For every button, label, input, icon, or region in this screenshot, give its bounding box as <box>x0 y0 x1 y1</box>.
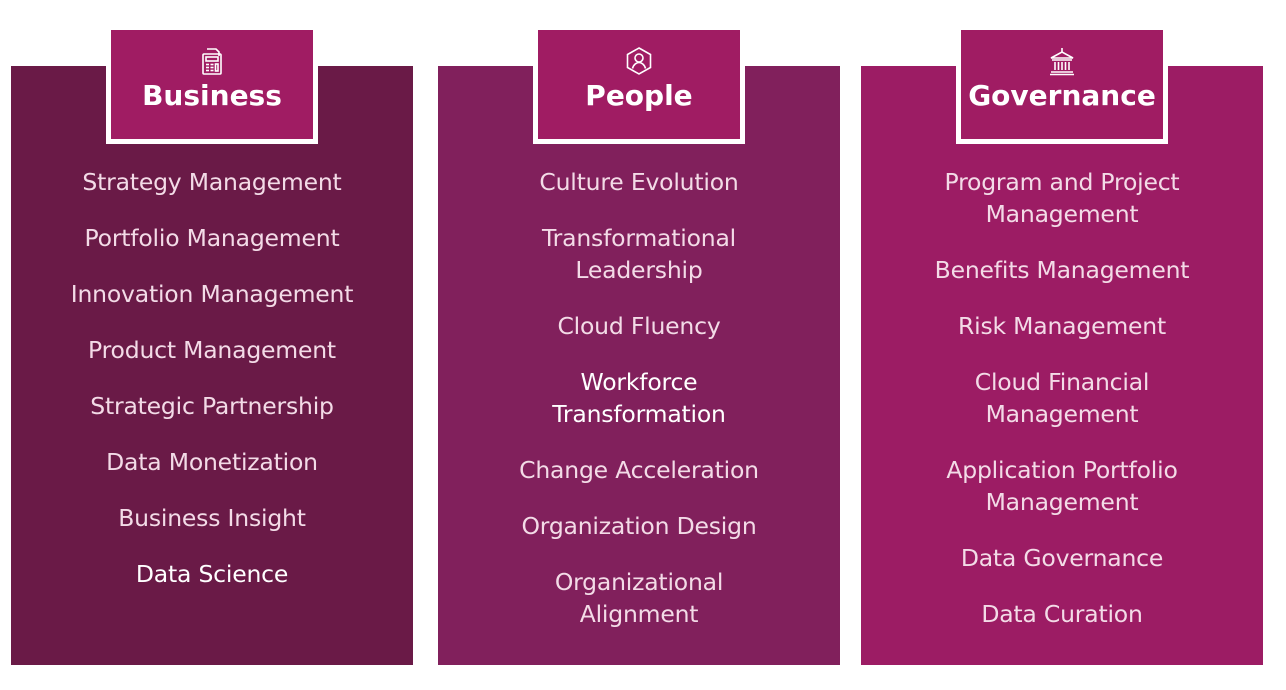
list-item: Risk Management <box>958 312 1166 340</box>
list-item: Strategy Management <box>82 168 342 196</box>
people-capability-list: Culture Evolution Transformational Leade… <box>438 166 840 654</box>
list-item: Data Governance <box>960 544 1164 572</box>
list-item: Transformational Leadership <box>541 224 737 284</box>
list-item: Innovation Management <box>70 280 354 308</box>
people-title: People <box>585 79 693 112</box>
governance-column: Governance Program and Project Managemen… <box>861 30 1263 665</box>
list-item: Culture Evolution <box>539 168 739 196</box>
list-item: Change Acceleration <box>519 456 759 484</box>
list-item: Data Science <box>135 560 289 588</box>
list-item: Organizational Alignment <box>554 568 724 628</box>
list-item: Benefits Management <box>934 256 1190 284</box>
governance-title: Governance <box>968 79 1156 112</box>
list-item: Business Insight <box>118 504 306 532</box>
list-item: Application Portfolio Management <box>946 456 1178 516</box>
governance-capability-list: Program and Project Management Benefits … <box>861 166 1263 654</box>
people-header-tab: People <box>533 30 745 144</box>
list-item: Portfolio Management <box>84 224 340 252</box>
business-column: Business Strategy Management Portfolio M… <box>11 30 413 665</box>
list-item: Cloud Financial Management <box>974 368 1150 428</box>
person-icon <box>626 47 652 75</box>
list-item: Product Management <box>88 336 336 364</box>
list-item: Data Monetization <box>106 448 318 476</box>
people-column: People Culture Evolution Transformationa… <box>438 30 840 665</box>
list-item: Workforce Transformation <box>552 368 726 428</box>
list-item: Data Curation <box>981 600 1143 628</box>
list-item: Strategic Partnership <box>90 392 334 420</box>
calculator-icon <box>202 48 222 75</box>
governance-header-tab: Governance <box>956 30 1168 144</box>
business-header-tab: Business <box>106 30 318 144</box>
business-title: Business <box>142 79 282 112</box>
list-item: Organization Design <box>521 512 757 540</box>
business-capability-list: Strategy Management Portfolio Management… <box>11 166 413 614</box>
government-building-icon <box>1050 48 1074 76</box>
list-item: Program and Project Management <box>944 168 1180 228</box>
list-item: Cloud Fluency <box>557 312 721 340</box>
